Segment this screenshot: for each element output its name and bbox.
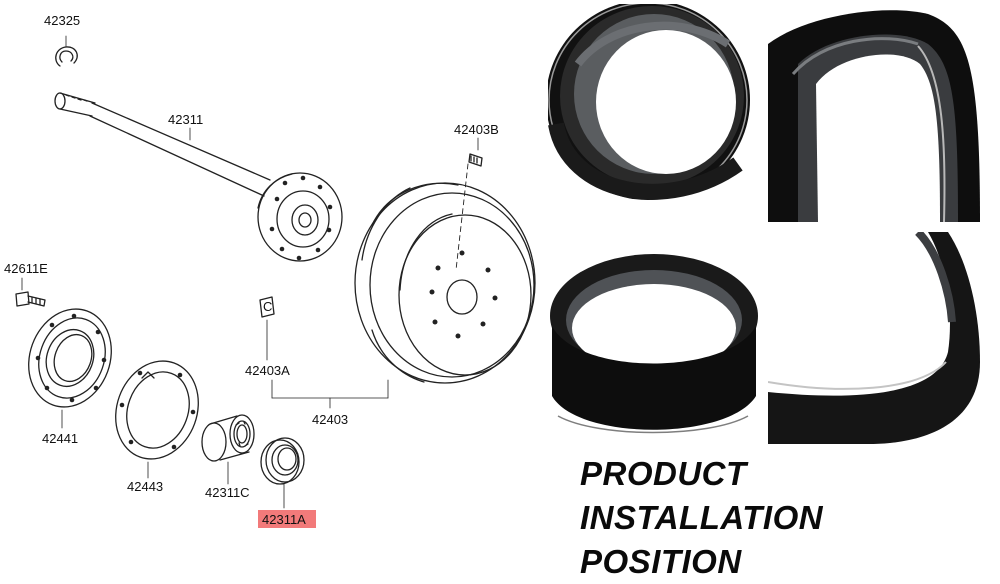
label-42403: 42403 [312,412,348,427]
tag-42403A [259,296,275,361]
label-highlight-42311A [258,510,316,528]
label-42311: 42311 [168,112,203,127]
label-42325: 42325 [44,13,80,28]
axle-shaft-42311 [54,92,343,262]
clip-42325 [55,35,78,67]
photo-seal-bottom-left [548,246,760,444]
label-42311A: 42311A [262,512,306,527]
label-42403B: 42403B [454,122,499,137]
retainer-42441 [28,308,112,429]
gasket-42443 [115,360,199,479]
caption-line-1: PRODUCT INSTALLATION [580,455,824,536]
label-tag-c: C [263,299,272,314]
hub-bolt-42403B [455,137,483,271]
photo-seal-top-left [548,4,760,222]
oil-seal-42311A [260,437,305,509]
photo-seal-top-right [768,4,980,222]
brake-drum-42403 [271,182,536,409]
bearing-42311C [201,414,255,485]
caption-line-2: POSITION [580,543,742,580]
label-42403A: 42403A [245,363,290,378]
bolt-42611E [15,277,46,307]
label-42311C: 42311C [205,485,250,500]
caption-product-installation-position: PRODUCT INSTALLATION POSITION [580,452,990,584]
label-42443: 42443 [127,479,163,494]
parts-diagram: 42325 42311 42403B 42611E C 42403A 42403… [4,13,536,528]
label-42611E: 42611E [4,261,48,276]
label-42441: 42441 [42,431,78,446]
photo-seal-bottom-right [768,232,980,444]
